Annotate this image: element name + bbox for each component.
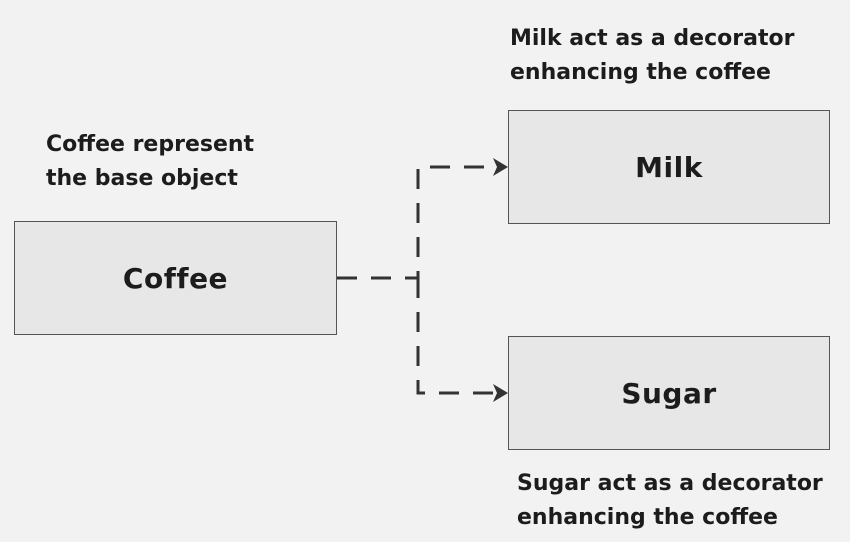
connector-coffee-to-milk bbox=[337, 165, 498, 280]
milk-note-line-2: enhancing the coffee bbox=[510, 60, 771, 85]
sugar-node: Sugar bbox=[508, 336, 830, 450]
connector-coffee-to-sugar bbox=[416, 278, 498, 395]
milk-node-label: Milk bbox=[635, 150, 703, 184]
sugar-node-label: Sugar bbox=[621, 376, 717, 410]
sugar-note-line-1: Sugar act as a decorator bbox=[517, 471, 823, 496]
arrowhead-milk bbox=[493, 158, 508, 176]
milk-note-line-1: Milk act as a decorator bbox=[510, 26, 795, 51]
coffee-note: Coffee represent the base object bbox=[46, 128, 254, 196]
milk-note: Milk act as a decorator enhancing the co… bbox=[510, 22, 794, 90]
sugar-note-line-2: enhancing the coffee bbox=[517, 505, 778, 530]
coffee-node-label: Coffee bbox=[122, 261, 229, 295]
coffee-note-line-1: Coffee represent bbox=[46, 132, 255, 157]
arrowhead-sugar bbox=[493, 384, 508, 402]
milk-node: Milk bbox=[508, 110, 830, 224]
coffee-node: Coffee bbox=[14, 221, 337, 335]
sugar-note: Sugar act as a decorator enhancing the c… bbox=[517, 467, 823, 535]
coffee-note-line-2: the base object bbox=[46, 166, 238, 191]
